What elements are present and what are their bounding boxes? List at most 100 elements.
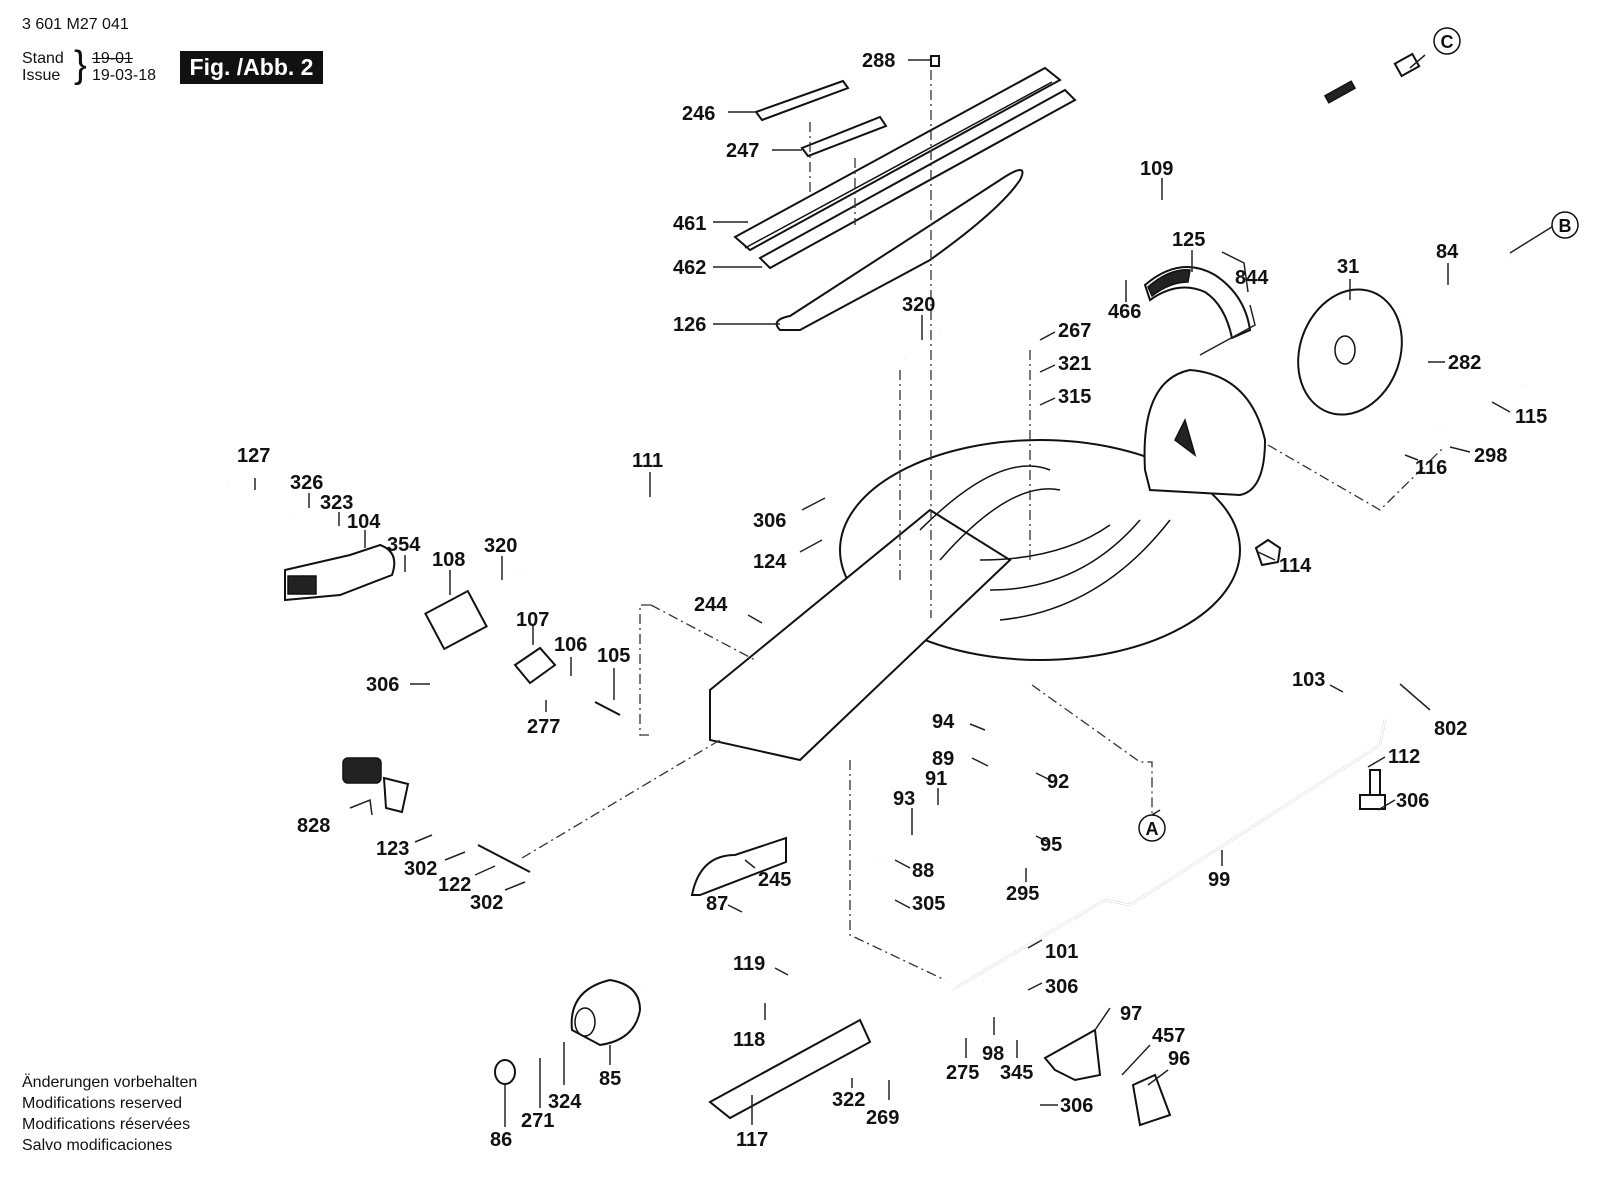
rod-84 [1397, 256, 1510, 324]
part-85-knob [570, 978, 642, 1047]
label-461: 461 [673, 213, 706, 235]
label-802: 802 [1434, 718, 1467, 740]
label-323: 323 [320, 492, 353, 514]
part-97-bracket [1043, 1028, 1102, 1082]
label-288: 288 [862, 50, 895, 72]
part-number: 3 601 M27 041 [22, 16, 129, 33]
footer-line-en: Modifications reserved [22, 1095, 183, 1112]
label-103: 103 [1292, 669, 1325, 691]
label-828: 828 [297, 815, 330, 837]
label-97: 97 [1120, 1003, 1142, 1025]
label-124: 124 [753, 551, 787, 573]
label-302-a: 302 [404, 858, 437, 880]
label-106: 106 [554, 634, 587, 656]
brace-glyph: } [74, 44, 87, 86]
leader-lines [254, 54, 1556, 1127]
figure-badge: Fig. /Abb. 2 [180, 51, 323, 84]
label-108: 108 [432, 549, 465, 571]
label-88: 88 [912, 860, 934, 882]
label-321: 321 [1058, 353, 1091, 375]
label-109: 109 [1140, 158, 1173, 180]
label-295: 295 [1006, 883, 1039, 905]
label-107: 107 [516, 609, 549, 631]
label-118: 118 [733, 1029, 765, 1051]
footer-line-de: Änderungen vorbehalten [22, 1074, 198, 1091]
old-date: 19-01 [92, 50, 133, 67]
issue-dates: 19-01 19-03-18 [92, 50, 156, 84]
label-322: 322 [832, 1089, 865, 1111]
issue-date: 19-03-18 [92, 67, 157, 84]
ref-marker-a: A [1138, 814, 1166, 842]
footer-line-fr: Modifications réservées [22, 1116, 191, 1133]
label-244: 244 [694, 594, 728, 616]
label-306-lower: 306 [1045, 976, 1078, 998]
label-462: 462 [673, 257, 706, 279]
label-31: 31 [1337, 256, 1359, 278]
label-87: 87 [706, 893, 728, 915]
rod-115 [1439, 383, 1524, 432]
part-246-label-plate [754, 79, 850, 122]
label-122: 122 [438, 874, 471, 896]
label-116: 116 [1415, 457, 1447, 479]
label-315: 315 [1058, 386, 1091, 408]
issue-label: Issue [22, 67, 61, 84]
ref-a-text: A [1146, 819, 1159, 839]
label-92: 92 [1047, 771, 1069, 793]
label-115: 115 [1515, 406, 1547, 428]
label-101: 101 [1045, 941, 1078, 963]
label-245: 245 [758, 869, 791, 891]
part-117-handle [708, 1018, 872, 1120]
part-288-screw [930, 55, 940, 67]
label-89: 89 [932, 748, 954, 770]
label-306-right: 306 [1396, 790, 1429, 812]
stand-issue-labels: Stand Issue [22, 50, 64, 84]
label-95: 95 [1040, 834, 1062, 856]
label-345: 345 [1000, 1062, 1033, 1084]
part-112-bracket [1359, 769, 1386, 810]
label-85: 85 [599, 1068, 621, 1090]
label-98: 98 [982, 1043, 1004, 1065]
label-306-bottom: 306 [1060, 1095, 1093, 1117]
part-126-slide [775, 169, 1024, 331]
ref-c-text: C [1441, 32, 1454, 52]
label-466: 466 [1108, 301, 1141, 323]
part-108-bracket [424, 589, 488, 651]
ref-marker-c: C [1433, 27, 1461, 55]
label-104: 104 [347, 511, 381, 533]
label-320-top: 320 [902, 294, 935, 316]
label-105: 105 [597, 645, 630, 667]
stand-label: Stand [22, 50, 64, 67]
rod-111 [517, 353, 908, 580]
label-94: 94 [932, 711, 955, 733]
part-105-pin [594, 701, 621, 716]
label-326: 326 [290, 472, 323, 494]
part-245-plate [690, 836, 787, 896]
label-91: 91 [925, 768, 947, 790]
label-117: 117 [736, 1129, 768, 1151]
label-844: 844 [1235, 267, 1269, 289]
label-126: 126 [673, 314, 706, 336]
label-267: 267 [1058, 320, 1091, 342]
ref-marker-b: B [1551, 211, 1579, 239]
label-277: 277 [527, 716, 560, 738]
label-275: 275 [946, 1062, 979, 1084]
part-125-scale [1143, 266, 1252, 340]
label-282: 282 [1448, 352, 1481, 374]
part-104-lever [284, 543, 396, 602]
label-302-b: 302 [470, 892, 503, 914]
label-93: 93 [893, 788, 915, 810]
label-123: 123 [376, 838, 409, 860]
label-114: 114 [1279, 555, 1312, 577]
blade-guard-housing [1143, 368, 1267, 497]
label-119: 119 [733, 953, 765, 975]
label-125: 125 [1172, 229, 1205, 251]
label-306-left: 306 [366, 674, 399, 696]
label-247: 247 [726, 140, 759, 162]
footer-line-es: Salvo modificaciones [22, 1137, 173, 1154]
rod-109 [938, 72, 1397, 333]
label-96: 96 [1168, 1048, 1190, 1070]
label-320-left: 320 [484, 535, 517, 557]
part-31-plate [1297, 288, 1403, 416]
assembly-lines [521, 70, 1444, 981]
